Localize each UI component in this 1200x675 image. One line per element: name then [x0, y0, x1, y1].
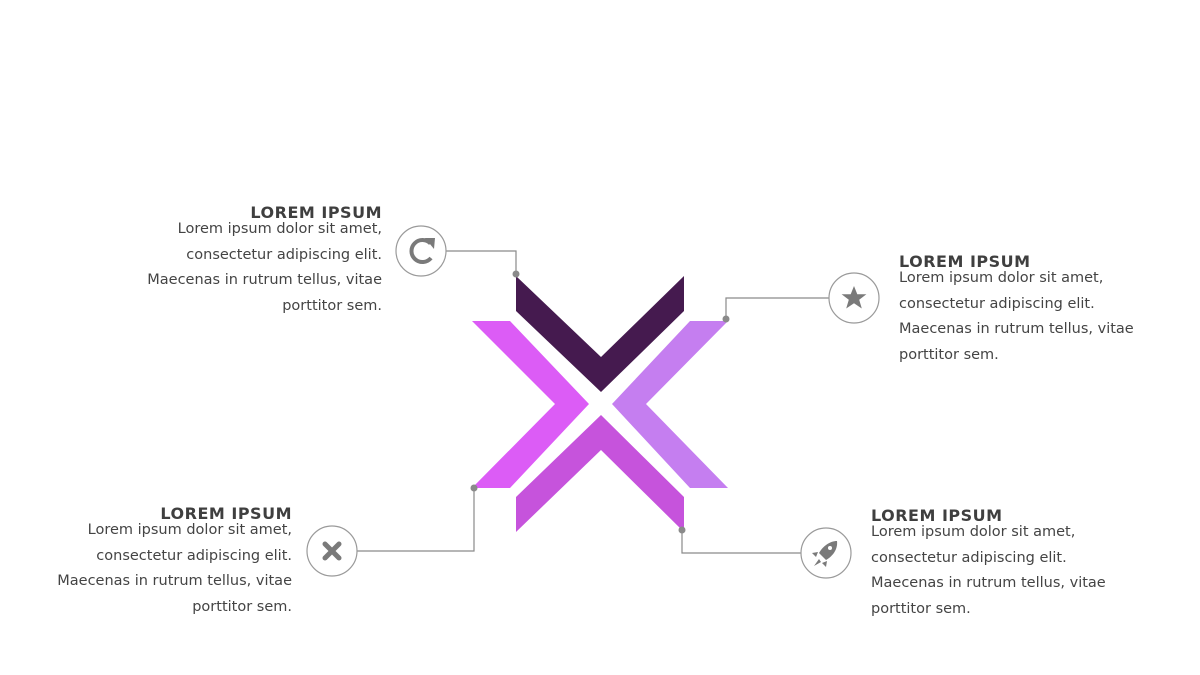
text-block-2: LOREM IPSUM Lorem ipsum dolor sit amet, …	[899, 252, 1159, 368]
item-title: LOREM IPSUM	[899, 252, 1031, 271]
connector-3	[357, 488, 475, 552]
connector-2	[725, 297, 830, 319]
item-title: LOREM IPSUM	[160, 504, 292, 523]
item-text: Lorem ipsum dolor sit amet, consectetur …	[147, 221, 382, 314]
refresh-icon	[409, 238, 435, 264]
connector-dot	[722, 315, 730, 323]
item-title: LOREM IPSUM	[250, 203, 382, 222]
chevron-left	[472, 321, 589, 488]
chevron-right	[612, 321, 728, 488]
text-block-1: LOREM IPSUM Lorem ipsum dolor sit amet, …	[120, 203, 382, 319]
text-block-4: LOREM IPSUM Lorem ipsum dolor sit amet, …	[871, 506, 1131, 622]
item-text: Lorem ipsum dolor sit amet, consectetur …	[871, 524, 1106, 617]
star-icon	[841, 286, 867, 309]
connector-dot	[470, 484, 478, 492]
chevron-top	[516, 276, 684, 392]
chevron-bottom	[516, 415, 684, 532]
connector-1	[446, 250, 517, 274]
connector-4	[681, 530, 802, 554]
rocket-icon	[812, 541, 838, 567]
item-text: Lorem ipsum dolor sit amet, consectetur …	[57, 522, 292, 615]
item-title: LOREM IPSUM	[871, 506, 1003, 525]
text-block-3: LOREM IPSUM Lorem ipsum dolor sit amet, …	[30, 504, 292, 620]
close-icon	[322, 541, 342, 561]
connector-dot	[512, 270, 520, 278]
item-text: Lorem ipsum dolor sit amet, consectetur …	[899, 270, 1134, 363]
connector-dot	[678, 526, 686, 534]
icon-circle-1	[395, 225, 447, 277]
